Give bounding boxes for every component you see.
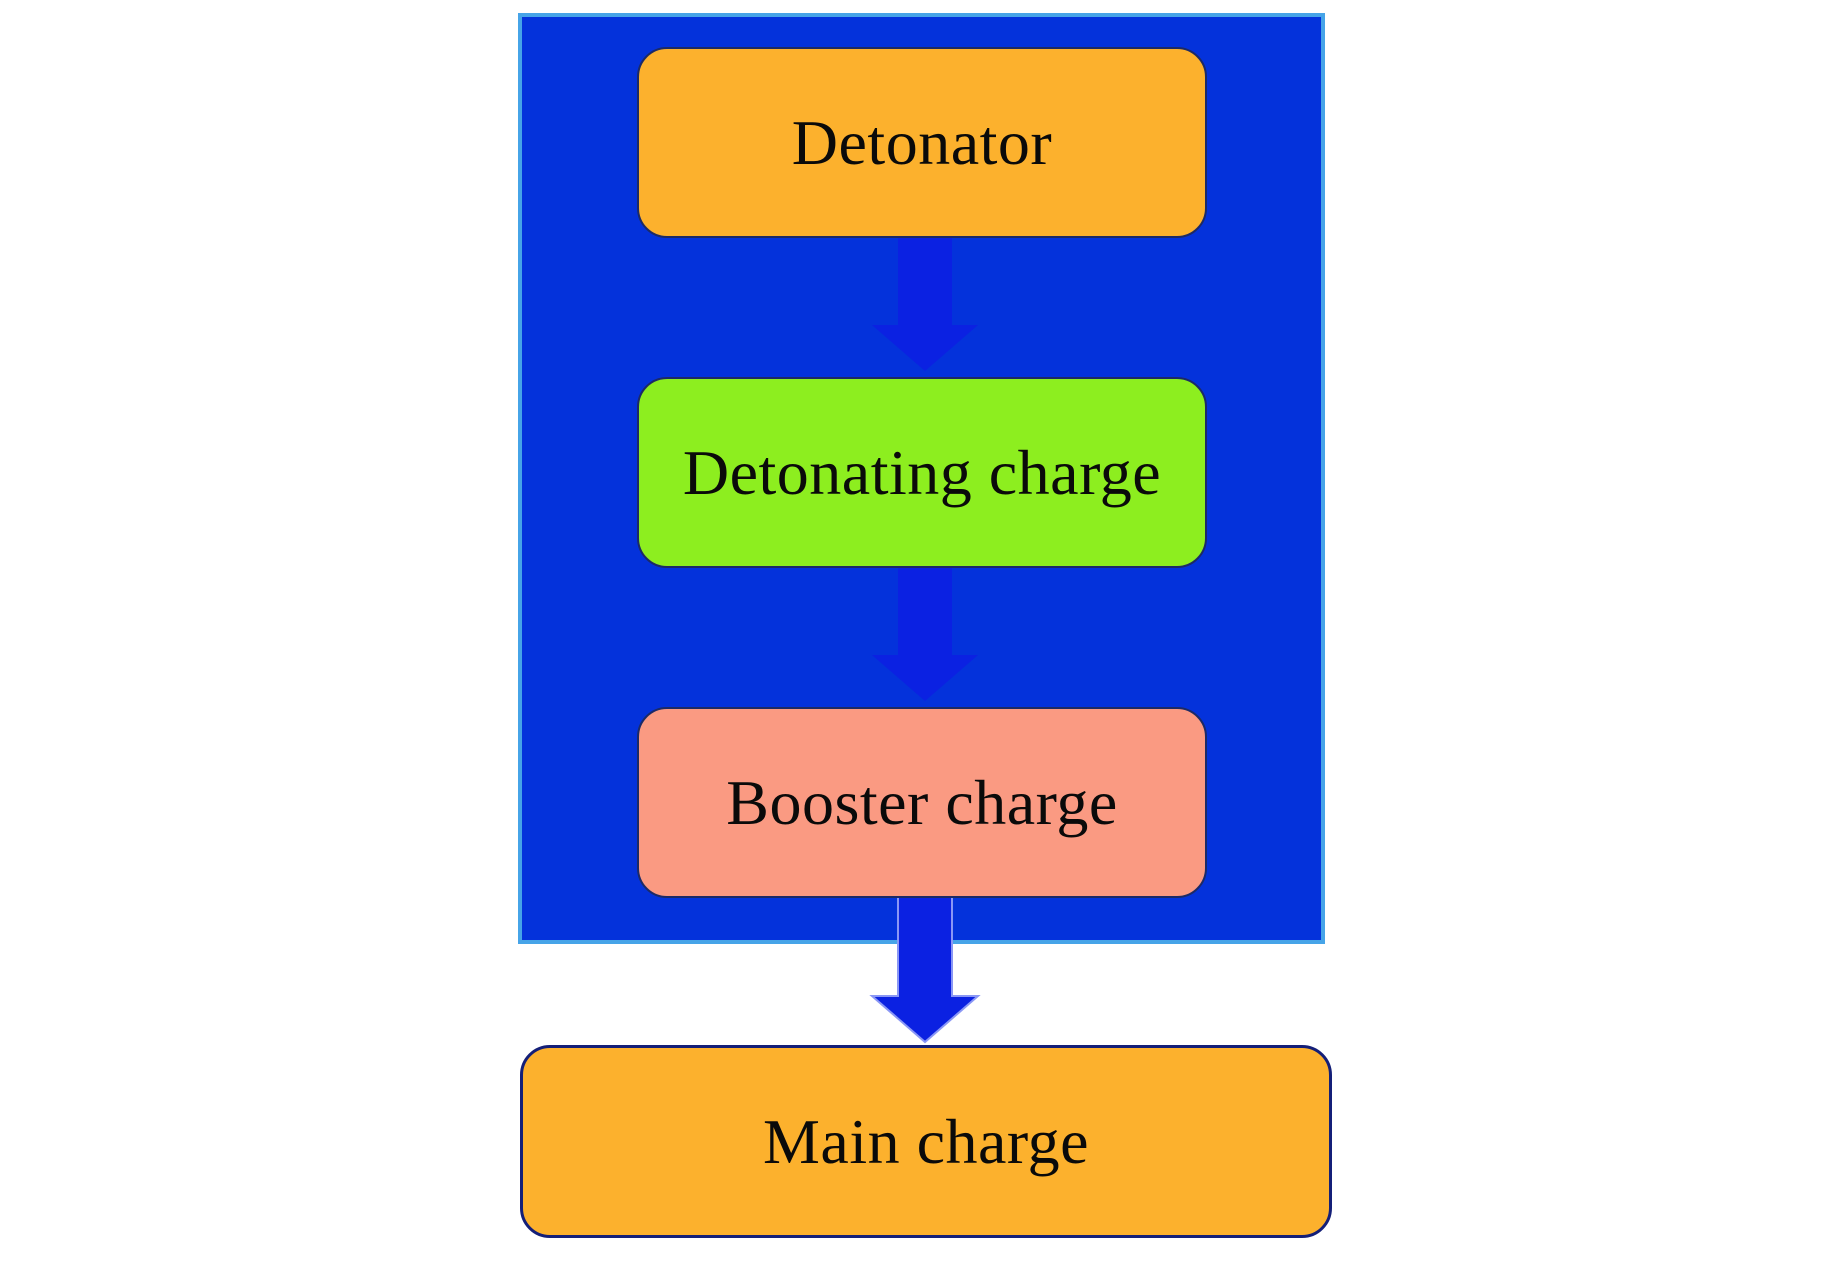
node-booster-charge: Booster charge [637,707,1207,898]
down-arrow-icon [872,566,978,701]
node-detonating-charge: Detonating charge [637,377,1207,568]
node-detonator-label: Detonator [791,106,1053,178]
node-main-charge: Main charge [520,1045,1332,1238]
down-arrow-icon [869,895,981,1044]
node-detonator: Detonator [637,47,1207,238]
node-main-charge-label: Main charge [763,1105,1089,1177]
node-booster-charge-label: Booster charge [726,766,1118,838]
down-arrow-icon [872,236,978,371]
node-detonating-charge-label: Detonating charge [682,436,1162,508]
